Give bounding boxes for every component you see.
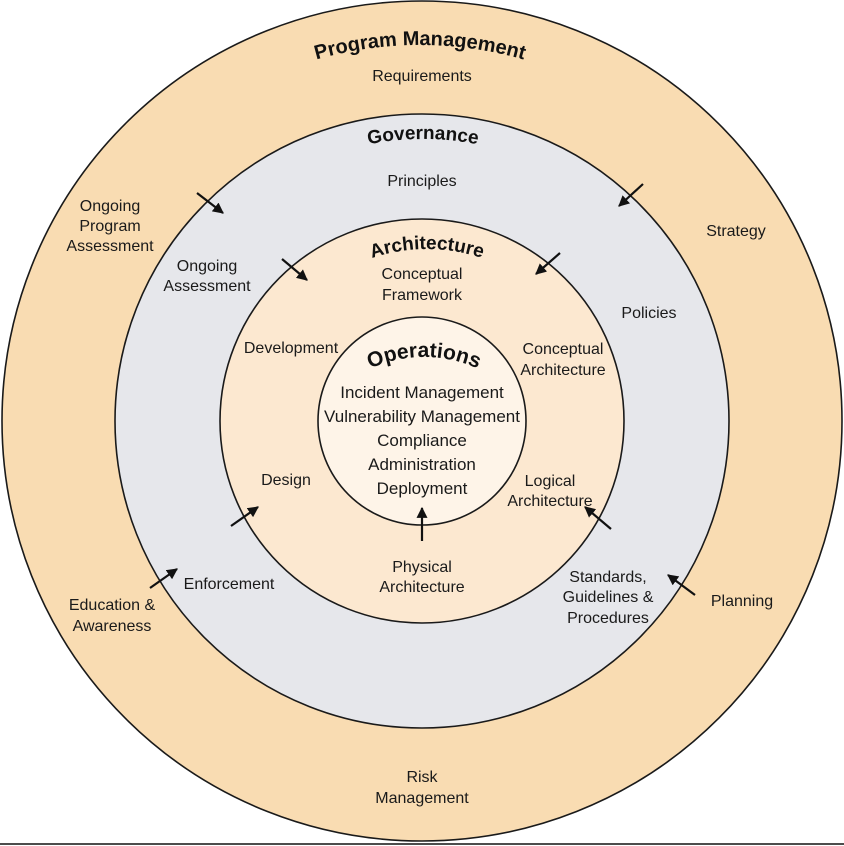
label-line: Logical (525, 473, 576, 490)
physical-architecture-label: Physical Architecture (379, 559, 464, 596)
label-line: Risk (406, 769, 438, 786)
requirements-label: Requirements (372, 68, 472, 85)
label-line: Physical (392, 559, 452, 576)
label-line: Standards, (569, 569, 646, 586)
label-line: Conceptual (523, 341, 604, 358)
logical-architecture-label: Logical Architecture (507, 473, 592, 510)
standards-guidelines-procedures-label: Standards, Guidelines & Procedures (563, 569, 654, 627)
label-line: Architecture (520, 362, 605, 379)
operations-activities-list: Incident Management Vulnerability Manage… (324, 383, 520, 498)
label-line: Program (79, 218, 140, 235)
policies-label: Policies (621, 305, 676, 322)
arrow-strategy (618, 183, 644, 207)
strategy-label: Strategy (706, 223, 766, 240)
label-line: Conceptual (382, 266, 463, 283)
ongoing-assessment-label: Ongoing Assessment (163, 258, 251, 295)
arrow-planning (667, 574, 696, 596)
risk-management-label: Risk Management (375, 769, 469, 807)
ongoing-program-assessment-label: Ongoing Program Assessment (66, 198, 154, 255)
label-line: Awareness (73, 618, 152, 635)
arrow-policies (535, 252, 561, 275)
design-label: Design (261, 472, 311, 489)
conceptual-framework-label: Conceptual Framework (382, 266, 463, 304)
development-label: Development (244, 340, 339, 357)
label-line: Management (375, 790, 469, 807)
principles-label: Principles (387, 173, 456, 190)
label-line: Framework (382, 287, 463, 304)
label-line: Architecture (379, 579, 464, 596)
operations-activity: Vulnerability Management (324, 407, 520, 426)
label-line: Ongoing (177, 258, 238, 275)
label-line: Architecture (507, 493, 592, 510)
label-line: Assessment (66, 238, 154, 255)
label-line: Education & (69, 597, 156, 614)
arrow-ongoing-program-assessment (196, 192, 224, 214)
label-line: Procedures (567, 610, 649, 627)
label-line: Guidelines & (563, 589, 654, 606)
education-awareness-label: Education & Awareness (69, 597, 156, 635)
enforcement-label: Enforcement (184, 576, 275, 593)
label-line: Assessment (163, 278, 251, 295)
operations-activity: Compliance (377, 431, 467, 450)
operations-activity: Deployment (377, 479, 468, 498)
arrow-standards-guidelines-procedures (584, 506, 612, 530)
arrow-ongoing-assessment (281, 258, 308, 281)
arrow-enforcement (230, 506, 259, 527)
operations-activity: Administration (368, 455, 476, 474)
operations-activity: Incident Management (340, 383, 504, 402)
planning-label: Planning (711, 593, 773, 610)
label-line: Ongoing (80, 198, 141, 215)
conceptual-architecture-label: Conceptual Architecture (520, 341, 605, 379)
arrow-education-awareness (149, 568, 178, 589)
